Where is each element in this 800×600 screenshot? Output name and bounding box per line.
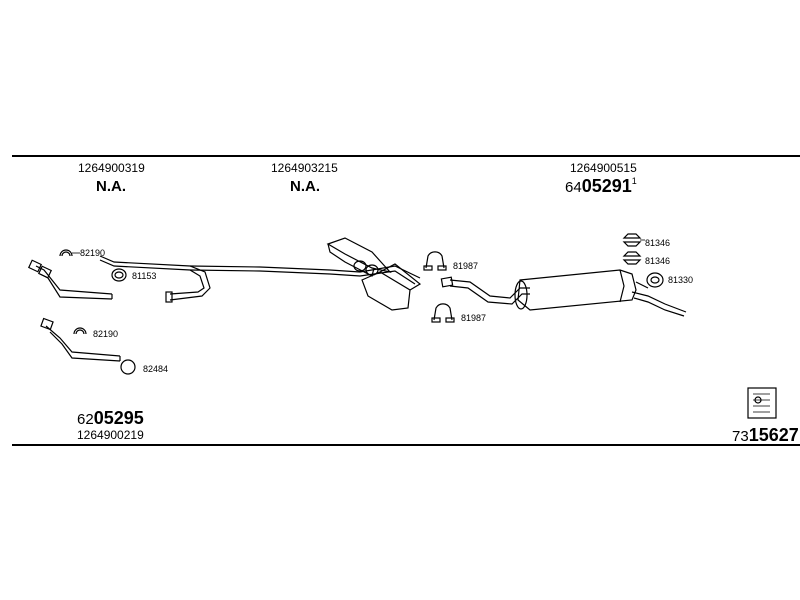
- clamp-2-icon: [73, 327, 87, 335]
- code-prefix: 64: [565, 179, 582, 196]
- rear-pipe: [440, 276, 530, 305]
- code-suffix: 1: [631, 176, 637, 186]
- ring-2-icon: [120, 359, 136, 375]
- middle-silencer: [326, 237, 422, 311]
- label-clamp-1: 82190: [80, 248, 106, 258]
- part-number-rear-silencer: 1264900515: [570, 161, 637, 175]
- bottom-rule: [12, 444, 800, 446]
- code-rear-silencer: 64052911: [565, 176, 637, 196]
- code-kit: 7315627: [732, 426, 799, 444]
- status-front-pipe: N.A.: [96, 178, 126, 195]
- part-number-front-pipe: 1264900319: [78, 161, 145, 175]
- mount-bottom-icon: [646, 272, 664, 288]
- middle-pipe: [99, 255, 421, 303]
- label-mount-mid: 81346: [645, 256, 671, 266]
- code-main: 05295: [93, 408, 144, 428]
- mount-top-icon: [622, 233, 645, 247]
- label-mount-bottom: 81330: [668, 275, 694, 285]
- kit-box-icon: [747, 387, 777, 419]
- ring-1-icon: [111, 268, 127, 282]
- code-prefix: 73: [732, 428, 749, 445]
- label-ring-1: 81153: [132, 271, 157, 281]
- label-hanger-bottom: 81987: [461, 313, 487, 323]
- hanger-top-icon: [423, 251, 447, 271]
- code-prefix: 62: [77, 411, 94, 428]
- code-main: 05291: [581, 176, 632, 196]
- label-mount-top: 81346: [645, 238, 671, 248]
- part-number-middle-pipe: 1264903215: [271, 161, 338, 175]
- clamp-1-icon: [59, 249, 80, 257]
- front-pipe-upper: [27, 259, 113, 300]
- label-hanger-top: 81987: [453, 261, 479, 271]
- hanger-bottom-icon: [431, 303, 455, 323]
- label-clamp-2: 82190: [93, 329, 119, 339]
- top-rule: [12, 155, 800, 157]
- rear-silencer: [514, 269, 687, 317]
- mount-mid-icon: [622, 251, 642, 265]
- front-pipe-lower: [40, 317, 121, 362]
- code-front-pipe-assembly: 6205295: [77, 409, 144, 427]
- status-middle-pipe: N.A.: [290, 178, 320, 195]
- part-number-front-pipe-assembly: 1264900219: [77, 428, 144, 442]
- label-ring-2: 82484: [143, 364, 169, 374]
- code-main: 15627: [748, 425, 799, 445]
